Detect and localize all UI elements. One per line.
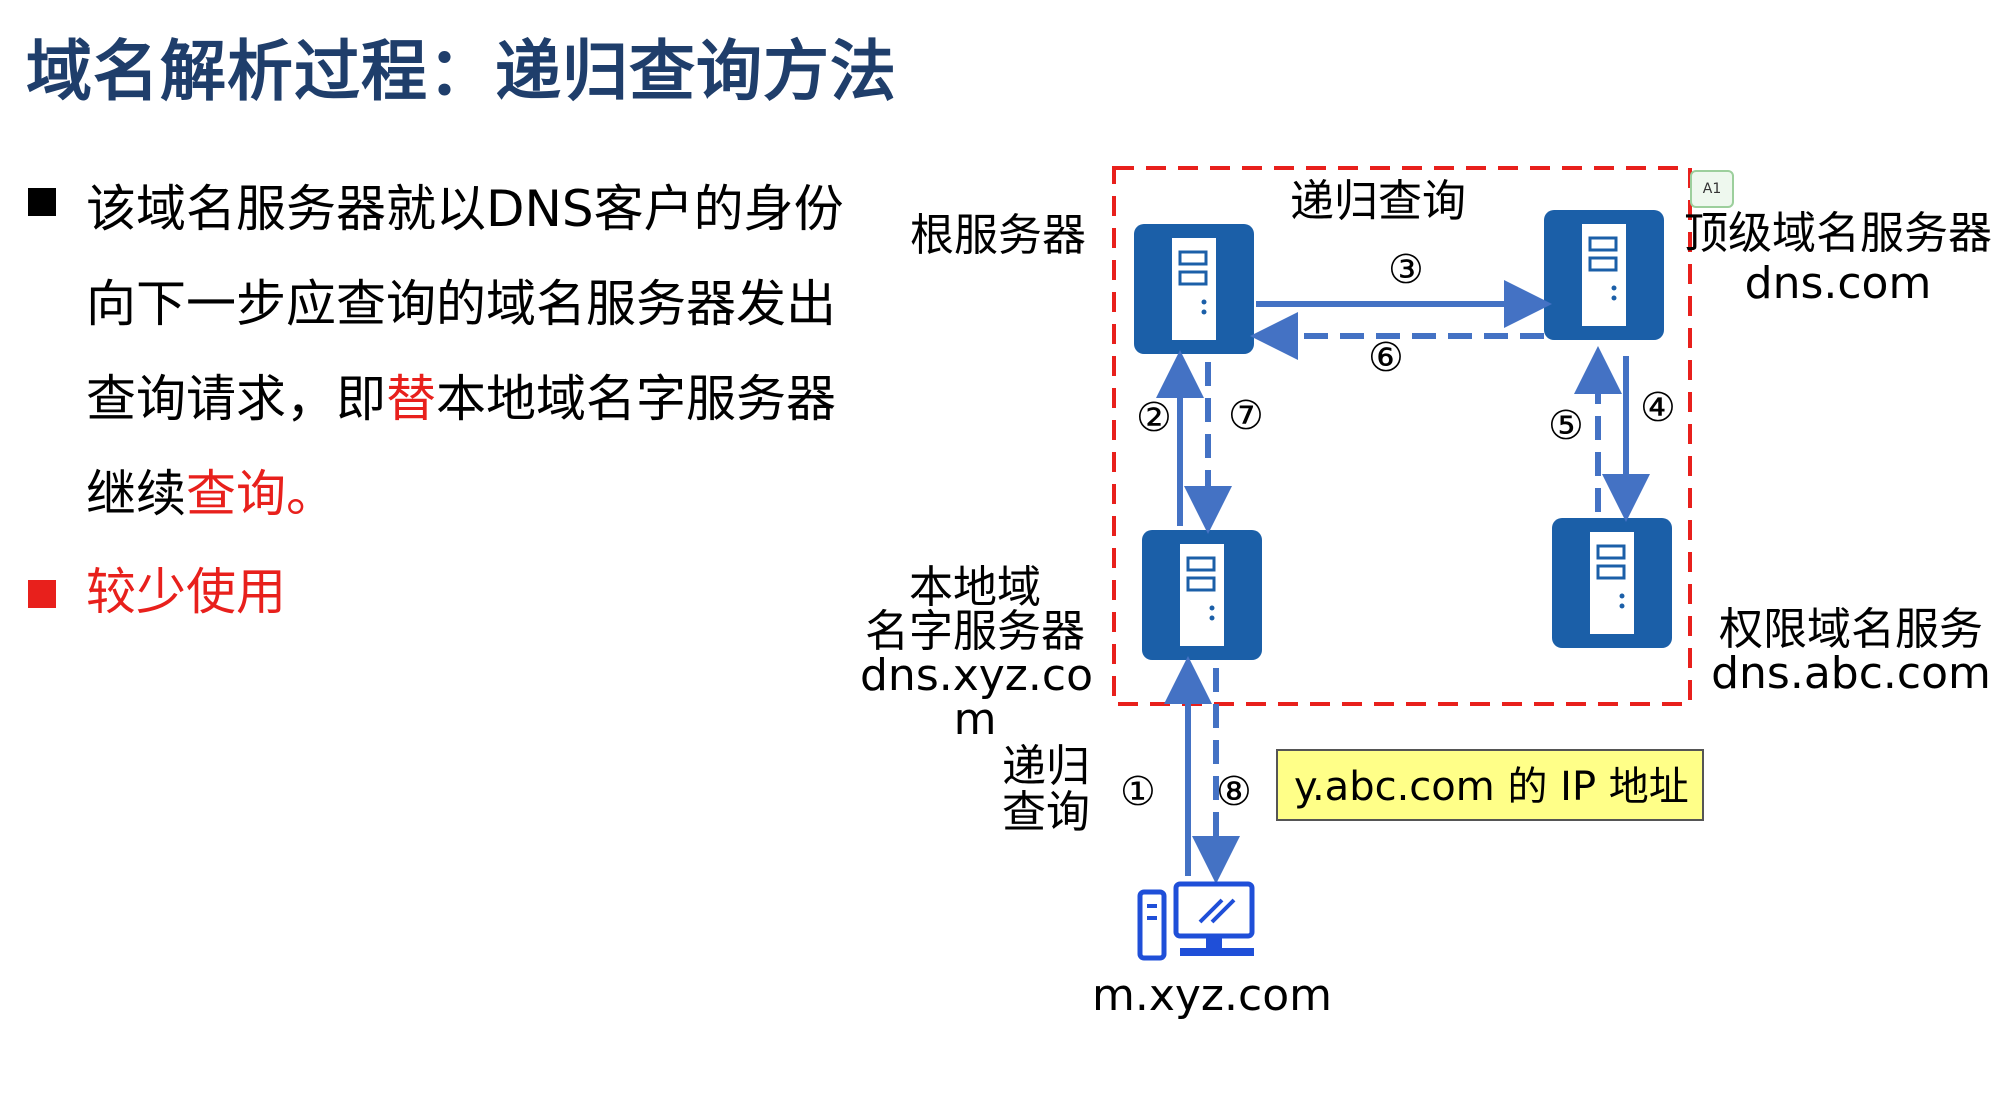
bullet-text-part: 。 [286, 465, 336, 523]
root-server-label: 根服务器 [910, 210, 1086, 261]
recursive-query-box [1112, 166, 1692, 706]
local-label-line: dns.xyz.co [860, 650, 1093, 701]
tld-label-line: dns.com [1744, 258, 1932, 309]
root-server-icon [1132, 222, 1256, 356]
page-title: 域名解析过程：递归查询方法 [26, 33, 897, 110]
annotation-tag[interactable]: A1 [1690, 170, 1734, 208]
client-label: m.xyz.com [1092, 970, 1332, 1021]
step-8-label: ⑧ [1216, 769, 1252, 815]
bullet-text-part: 该域名服务器就以DNS客户的身份向下一步应查询的域名服务器发出查询请求，即 [86, 180, 844, 428]
bullet-marker [28, 188, 56, 216]
bullet-text-part: 本地域名字服务器继续 [86, 370, 836, 523]
client-query-label: 递归 查询 [996, 744, 1096, 836]
step-2-label: ② [1136, 395, 1172, 441]
result-ip-box: y.abc.com 的 IP 地址 [1276, 749, 1704, 821]
auth-label-line: 权限域名服务 [1719, 604, 1983, 655]
step-4-label: ④ [1640, 385, 1676, 431]
client-query-line: 递归 [1002, 741, 1090, 792]
local-label-line: 名字服务器 [865, 606, 1085, 657]
bullet-text-red: 较少使用 [86, 563, 286, 621]
auth-server-label: 权限域名服务 dns.abc.com [1706, 608, 1996, 696]
recursive-query-label: 递归查询 [1290, 176, 1466, 227]
local-server-label: 本地域 名字服务器 dns.xyz.co m [860, 562, 1093, 745]
auth-label-line: dns.abc.com [1711, 648, 1991, 699]
step-1-label: ① [1120, 769, 1156, 815]
local-label-line: 本地域 [909, 562, 1041, 613]
computer-icon [1137, 881, 1255, 961]
local-server-icon [1140, 528, 1264, 662]
step-6-label: ⑥ [1368, 335, 1404, 381]
highlight-text: 查询 [186, 465, 286, 523]
auth-server-icon [1550, 516, 1674, 650]
bullet-marker [28, 580, 56, 608]
highlight-text: 替 [386, 370, 436, 428]
client-query-line: 查询 [1002, 787, 1090, 838]
local-label-line: m [953, 694, 997, 745]
tld-server-icon [1542, 208, 1666, 342]
tld-server-label: 顶级域名服务器 dns.com [1678, 212, 1998, 306]
step-3-label: ③ [1388, 247, 1424, 293]
step-7-label: ⑦ [1228, 393, 1264, 439]
step-5-label: ⑤ [1548, 403, 1584, 449]
bullet-text: 该域名服务器就以DNS客户的身份向下一步应查询的域名服务器发出查询请求，即替本地… [86, 162, 876, 542]
tld-label-line: 顶级域名服务器 [1684, 208, 1992, 259]
